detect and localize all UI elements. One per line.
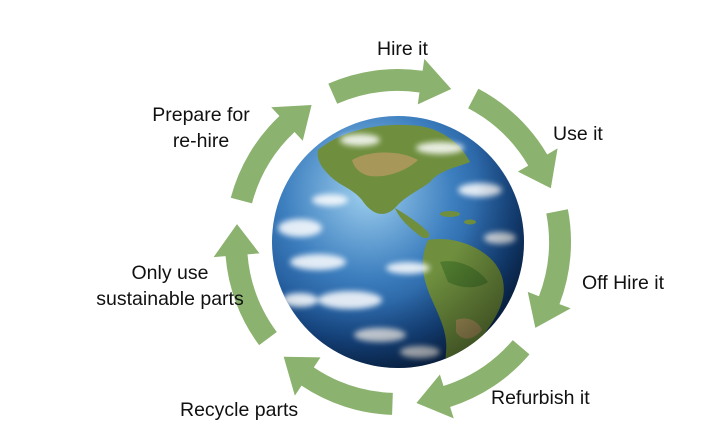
step-prepare-label: Prepare for re-hire [126, 102, 276, 154]
step-use-label: Use it [553, 121, 603, 147]
step-recycle-label: Recycle parts [180, 397, 298, 423]
step-hire-label: Hire it [377, 36, 428, 62]
step-refurbish-label: Refurbish it [491, 385, 590, 411]
cycle-arrow-off-hire [528, 209, 571, 328]
cycle-arrow-hire [328, 59, 451, 105]
earth-globe [272, 116, 524, 373]
step-sustainable-label: Only use sustainable parts [70, 260, 270, 312]
step-off-hire-label: Off Hire it [582, 270, 664, 296]
